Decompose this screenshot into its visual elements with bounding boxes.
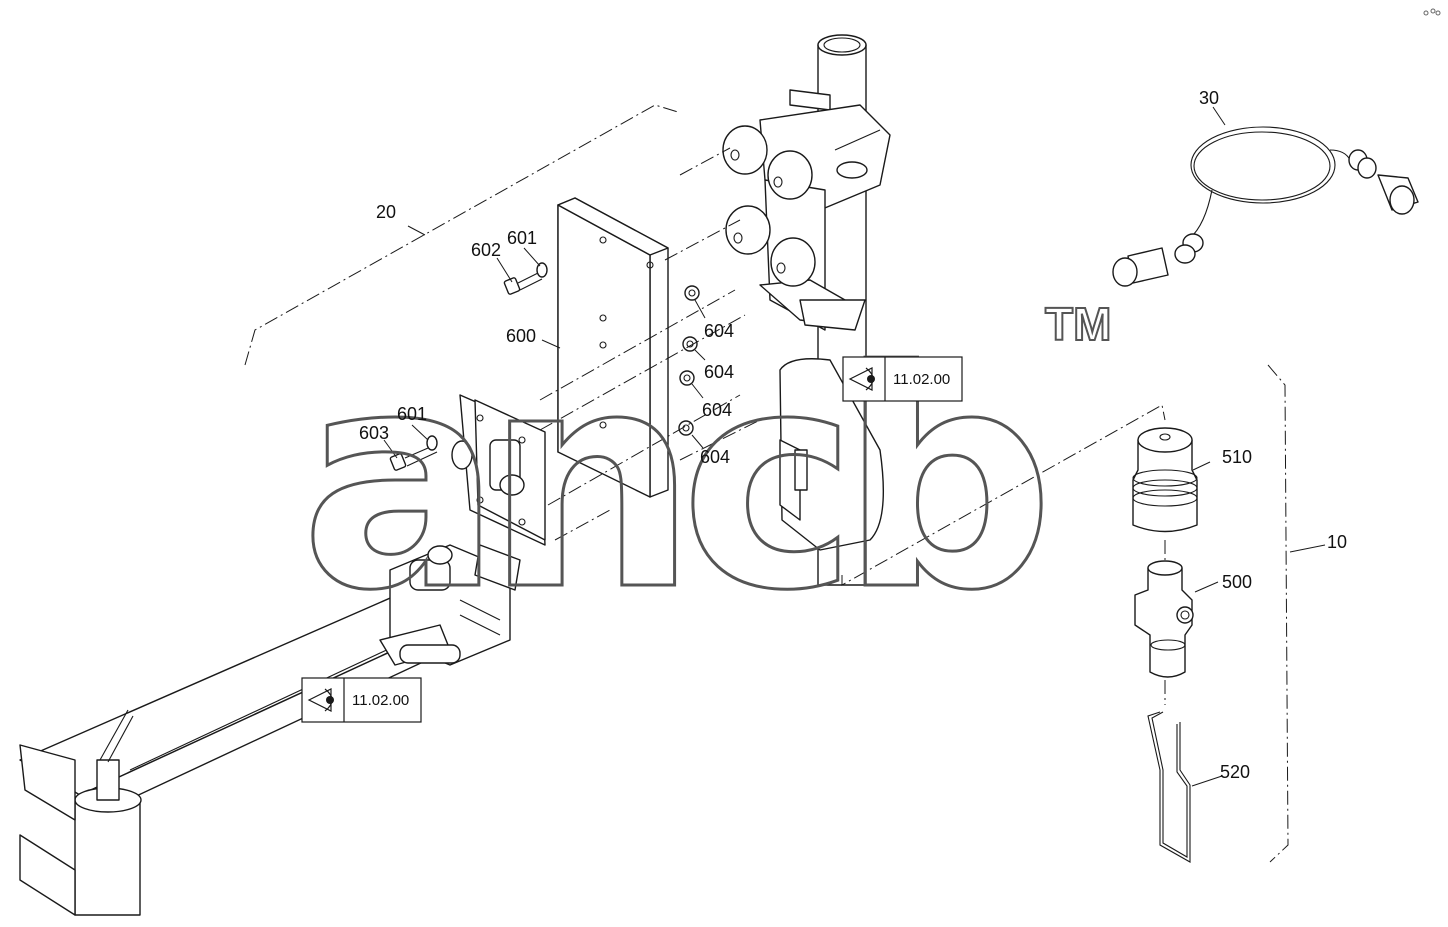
assembly-outline-10	[841, 364, 1289, 863]
cable-30	[1112, 126, 1419, 287]
reference-box-lower[interactable]: 11.02.00	[301, 677, 422, 723]
label-520: 520	[1220, 762, 1250, 782]
part-labels: 20 30 10 510 500 520 600 601 602 601 603…	[359, 88, 1347, 782]
label-603: 603	[359, 423, 389, 443]
watermark: ancb TM	[299, 297, 1113, 658]
mounting-plate	[451, 394, 546, 546]
label-601-lower: 601	[397, 404, 427, 424]
label-510: 510	[1222, 447, 1252, 467]
reference-box-upper[interactable]: 11.02.00	[842, 356, 963, 402]
label-30: 30	[1199, 88, 1219, 108]
label-604-3: 604	[702, 400, 732, 420]
label-602: 602	[471, 240, 501, 260]
nut-604-1	[684, 285, 700, 301]
eye-icon	[848, 367, 875, 391]
washer-601-lower	[426, 435, 438, 451]
bracket-600	[557, 197, 669, 498]
corner-mark-icon	[1423, 8, 1441, 16]
part-500	[1134, 560, 1194, 678]
label-10: 10	[1327, 532, 1347, 552]
bolt-602	[503, 271, 543, 295]
lower-clamp-housing	[779, 358, 884, 551]
rollers	[722, 125, 816, 287]
eye-icon	[307, 688, 334, 712]
boom-arm	[19, 544, 521, 916]
label-600: 600	[506, 326, 536, 346]
reference-text-upper: 11.02.00	[893, 371, 950, 388]
part-520	[1147, 711, 1191, 863]
nut-604-3	[679, 370, 695, 386]
reference-text-lower: 11.02.00	[352, 692, 409, 709]
assembly-outline-20	[244, 104, 761, 541]
part-510	[1132, 427, 1198, 533]
label-601-upper: 601	[507, 228, 537, 248]
leader-lines	[383, 106, 1326, 787]
label-604-1: 604	[704, 321, 734, 341]
label-604-2: 604	[704, 362, 734, 382]
washer-601-upper	[536, 262, 548, 278]
watermark-trademark: TM	[1045, 298, 1111, 350]
label-604-4: 604	[700, 447, 730, 467]
label-20: 20	[376, 202, 396, 222]
label-500: 500	[1222, 572, 1252, 592]
bolt-603	[389, 444, 438, 471]
